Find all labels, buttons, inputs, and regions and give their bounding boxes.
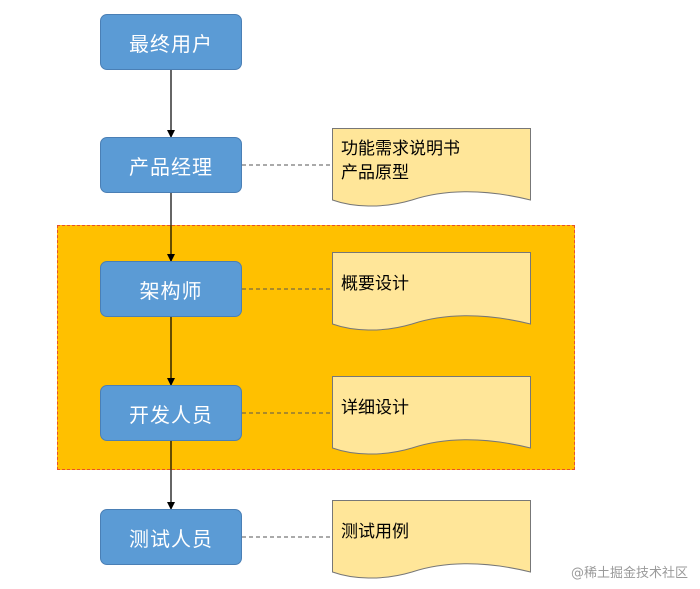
- document-product-requirements: 功能需求说明书 产品原型: [332, 128, 531, 208]
- document-shape: [332, 500, 531, 579]
- document-detailed-design: 详细设计: [332, 376, 531, 456]
- role-box-product-manager: 产品经理: [100, 137, 242, 193]
- role-label: 产品经理: [129, 154, 213, 179]
- role-box-end-user: 最终用户: [100, 14, 242, 70]
- role-box-tester: 测试人员: [100, 509, 242, 565]
- watermark: @稀土掘金技术社区: [570, 566, 688, 581]
- document-high-level-design: 概要设计: [332, 252, 531, 332]
- role-box-developer: 开发人员: [100, 385, 242, 441]
- document-line: 功能需求说明书: [341, 139, 460, 159]
- document-shape: [332, 128, 531, 207]
- document-line: 产品原型: [341, 163, 409, 183]
- role-label: 测试人员: [129, 526, 213, 551]
- document-line: 概要设计: [341, 274, 409, 294]
- document-shape: [332, 252, 531, 331]
- role-label: 架构师: [139, 278, 203, 303]
- document-line: 测试用例: [341, 522, 409, 542]
- role-label: 最终用户: [129, 31, 213, 56]
- role-box-architect: 架构师: [100, 261, 242, 317]
- document-line: 详细设计: [341, 398, 409, 418]
- role-label: 开发人员: [129, 402, 213, 427]
- document-shape: [332, 376, 531, 455]
- document-test-cases: 测试用例: [332, 500, 531, 580]
